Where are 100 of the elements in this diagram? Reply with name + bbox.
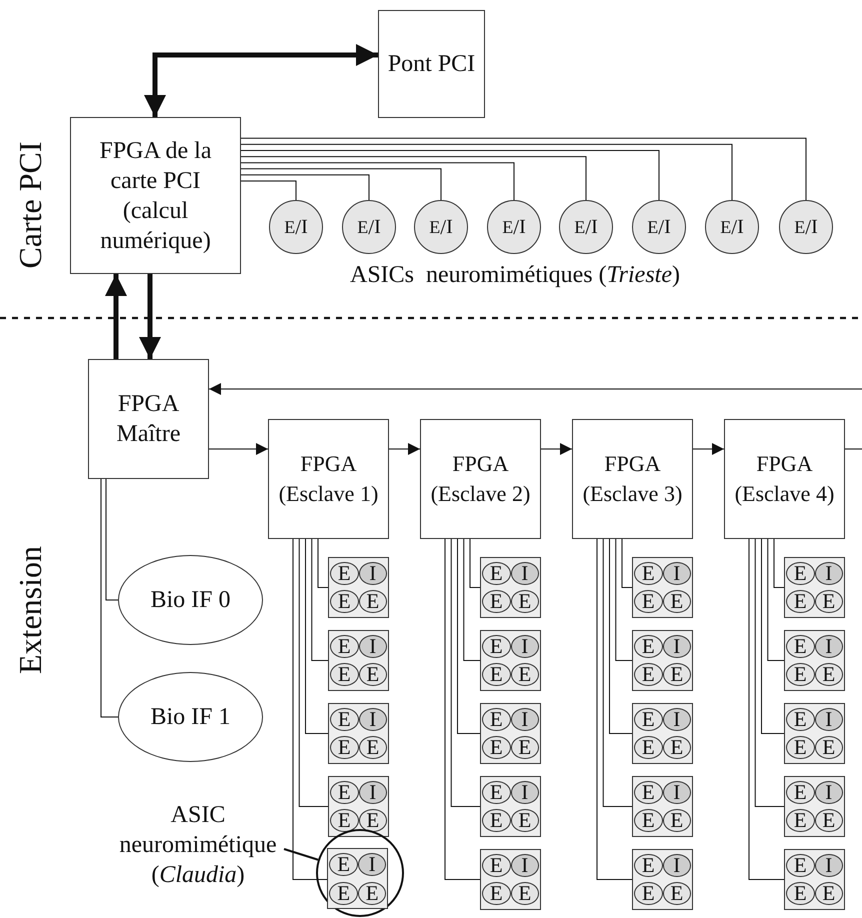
arrow	[144, 44, 378, 117]
neuron-circle: E	[662, 590, 691, 614]
connector-line	[761, 538, 784, 734]
asic-chip	[784, 630, 845, 691]
asic-chip	[632, 557, 693, 618]
connector-line	[240, 150, 660, 200]
neuron-circle: E	[358, 809, 387, 832]
asic-chip	[480, 776, 541, 837]
asic-chip	[632, 849, 693, 910]
arrow	[540, 443, 572, 455]
neuron-circle: E	[482, 634, 510, 658]
neuron-circle: E	[482, 708, 510, 731]
neuron-circle: I	[510, 708, 539, 731]
connector-line	[596, 538, 632, 880]
box-label: Bio IF 1	[150, 704, 230, 730]
box-label: FPGA de la carte PCI (calcul numérique)	[98, 136, 212, 256]
neuron-circle: E	[482, 663, 510, 686]
neuron-circle: E	[786, 590, 814, 614]
neuron-circle: E	[634, 809, 662, 832]
asic-chip	[784, 557, 845, 618]
connector-line	[602, 538, 632, 807]
neuron-circle: E	[482, 590, 510, 614]
neuron-circle: E	[814, 590, 843, 614]
asic-chip	[480, 557, 541, 618]
highlight-circle	[316, 829, 404, 917]
neuron-circle: E	[786, 854, 814, 877]
neuron-circle: E	[786, 708, 814, 731]
neuron-circle: I	[814, 708, 843, 731]
caption-text: ASICs neuromimétiques (Trieste)	[350, 262, 680, 289]
section-label: Extension	[14, 546, 46, 674]
neuron-circle: E	[814, 809, 843, 832]
neuron-circle: E	[786, 562, 814, 585]
neuron-circle: I	[814, 562, 843, 585]
neuron-circle: E	[358, 663, 387, 686]
neuron-circle: I	[358, 562, 387, 585]
neuron-circle: E	[329, 853, 358, 876]
neuron-circle: I	[662, 708, 691, 731]
arrow	[388, 443, 420, 455]
neuron-circle: E	[814, 736, 843, 760]
neuron-circle: E	[329, 882, 358, 905]
asic-chip	[632, 776, 693, 837]
neuron-circle: I	[662, 634, 691, 658]
connector-line	[240, 180, 296, 200]
connector-line	[100, 478, 118, 718]
neuron-circle: E	[330, 663, 358, 686]
connector-line	[622, 538, 632, 588]
neuron-circle: E	[330, 780, 358, 804]
neuron-circle: E	[358, 736, 387, 760]
connector-line	[292, 538, 328, 880]
neuron-circle: E	[786, 634, 814, 658]
connector-line	[240, 138, 806, 200]
connector-line	[609, 538, 632, 734]
connector-line	[240, 168, 442, 200]
neuron-circle: E	[662, 882, 691, 906]
neuron-circle: E	[634, 562, 662, 585]
neuron-circle: I	[358, 708, 387, 731]
neuron-circle: I	[814, 854, 843, 877]
fpga-box	[268, 419, 389, 539]
asic-chip	[327, 848, 388, 910]
connector-line	[754, 538, 784, 807]
neuron-circle: E	[330, 562, 358, 585]
neuron-circle: I	[814, 780, 843, 804]
neuron-circle: E	[330, 590, 358, 614]
neuron-circle: I	[662, 562, 691, 585]
arrow	[139, 274, 161, 359]
neuron-circle: E	[634, 780, 662, 804]
neuron-circle: E	[634, 882, 662, 906]
connector-line	[298, 538, 328, 807]
asic-chip	[784, 703, 845, 764]
neuron-circle: E	[482, 854, 510, 877]
leader-line	[284, 848, 318, 861]
asic-chip	[328, 557, 389, 618]
neuron-circle: E	[786, 663, 814, 686]
connector-line	[767, 538, 784, 661]
neuron-circle: E	[510, 663, 539, 686]
connector-line	[444, 538, 480, 880]
connector-line	[457, 538, 480, 734]
box-label: Bio IF 0	[150, 586, 230, 614]
fpga-box	[420, 419, 541, 539]
neuron-circle: I	[662, 854, 691, 877]
neuron-circle: I	[510, 562, 539, 585]
neuron-circle: E	[482, 780, 510, 804]
neuron-circle: E	[634, 590, 662, 614]
connector-line	[470, 538, 480, 588]
neuron-circle: I	[510, 634, 539, 658]
asic-chip	[480, 630, 541, 691]
neuron-circle: E	[786, 882, 814, 906]
connector-line	[748, 538, 784, 880]
section-label: Carte PCI	[14, 141, 46, 269]
callout-text: ASIC neuromimétique (Claudia)	[118, 801, 278, 890]
connector-line	[240, 144, 732, 200]
neuron-circle: E	[482, 736, 510, 760]
neuron-circle: E	[482, 562, 510, 585]
neuron-circle: E	[358, 882, 386, 905]
fpga-box	[724, 419, 845, 539]
connector-line	[311, 538, 328, 661]
arrow	[208, 443, 268, 455]
connector-line	[774, 538, 784, 588]
neuron-circle: E	[662, 809, 691, 832]
connector-line	[106, 478, 118, 600]
